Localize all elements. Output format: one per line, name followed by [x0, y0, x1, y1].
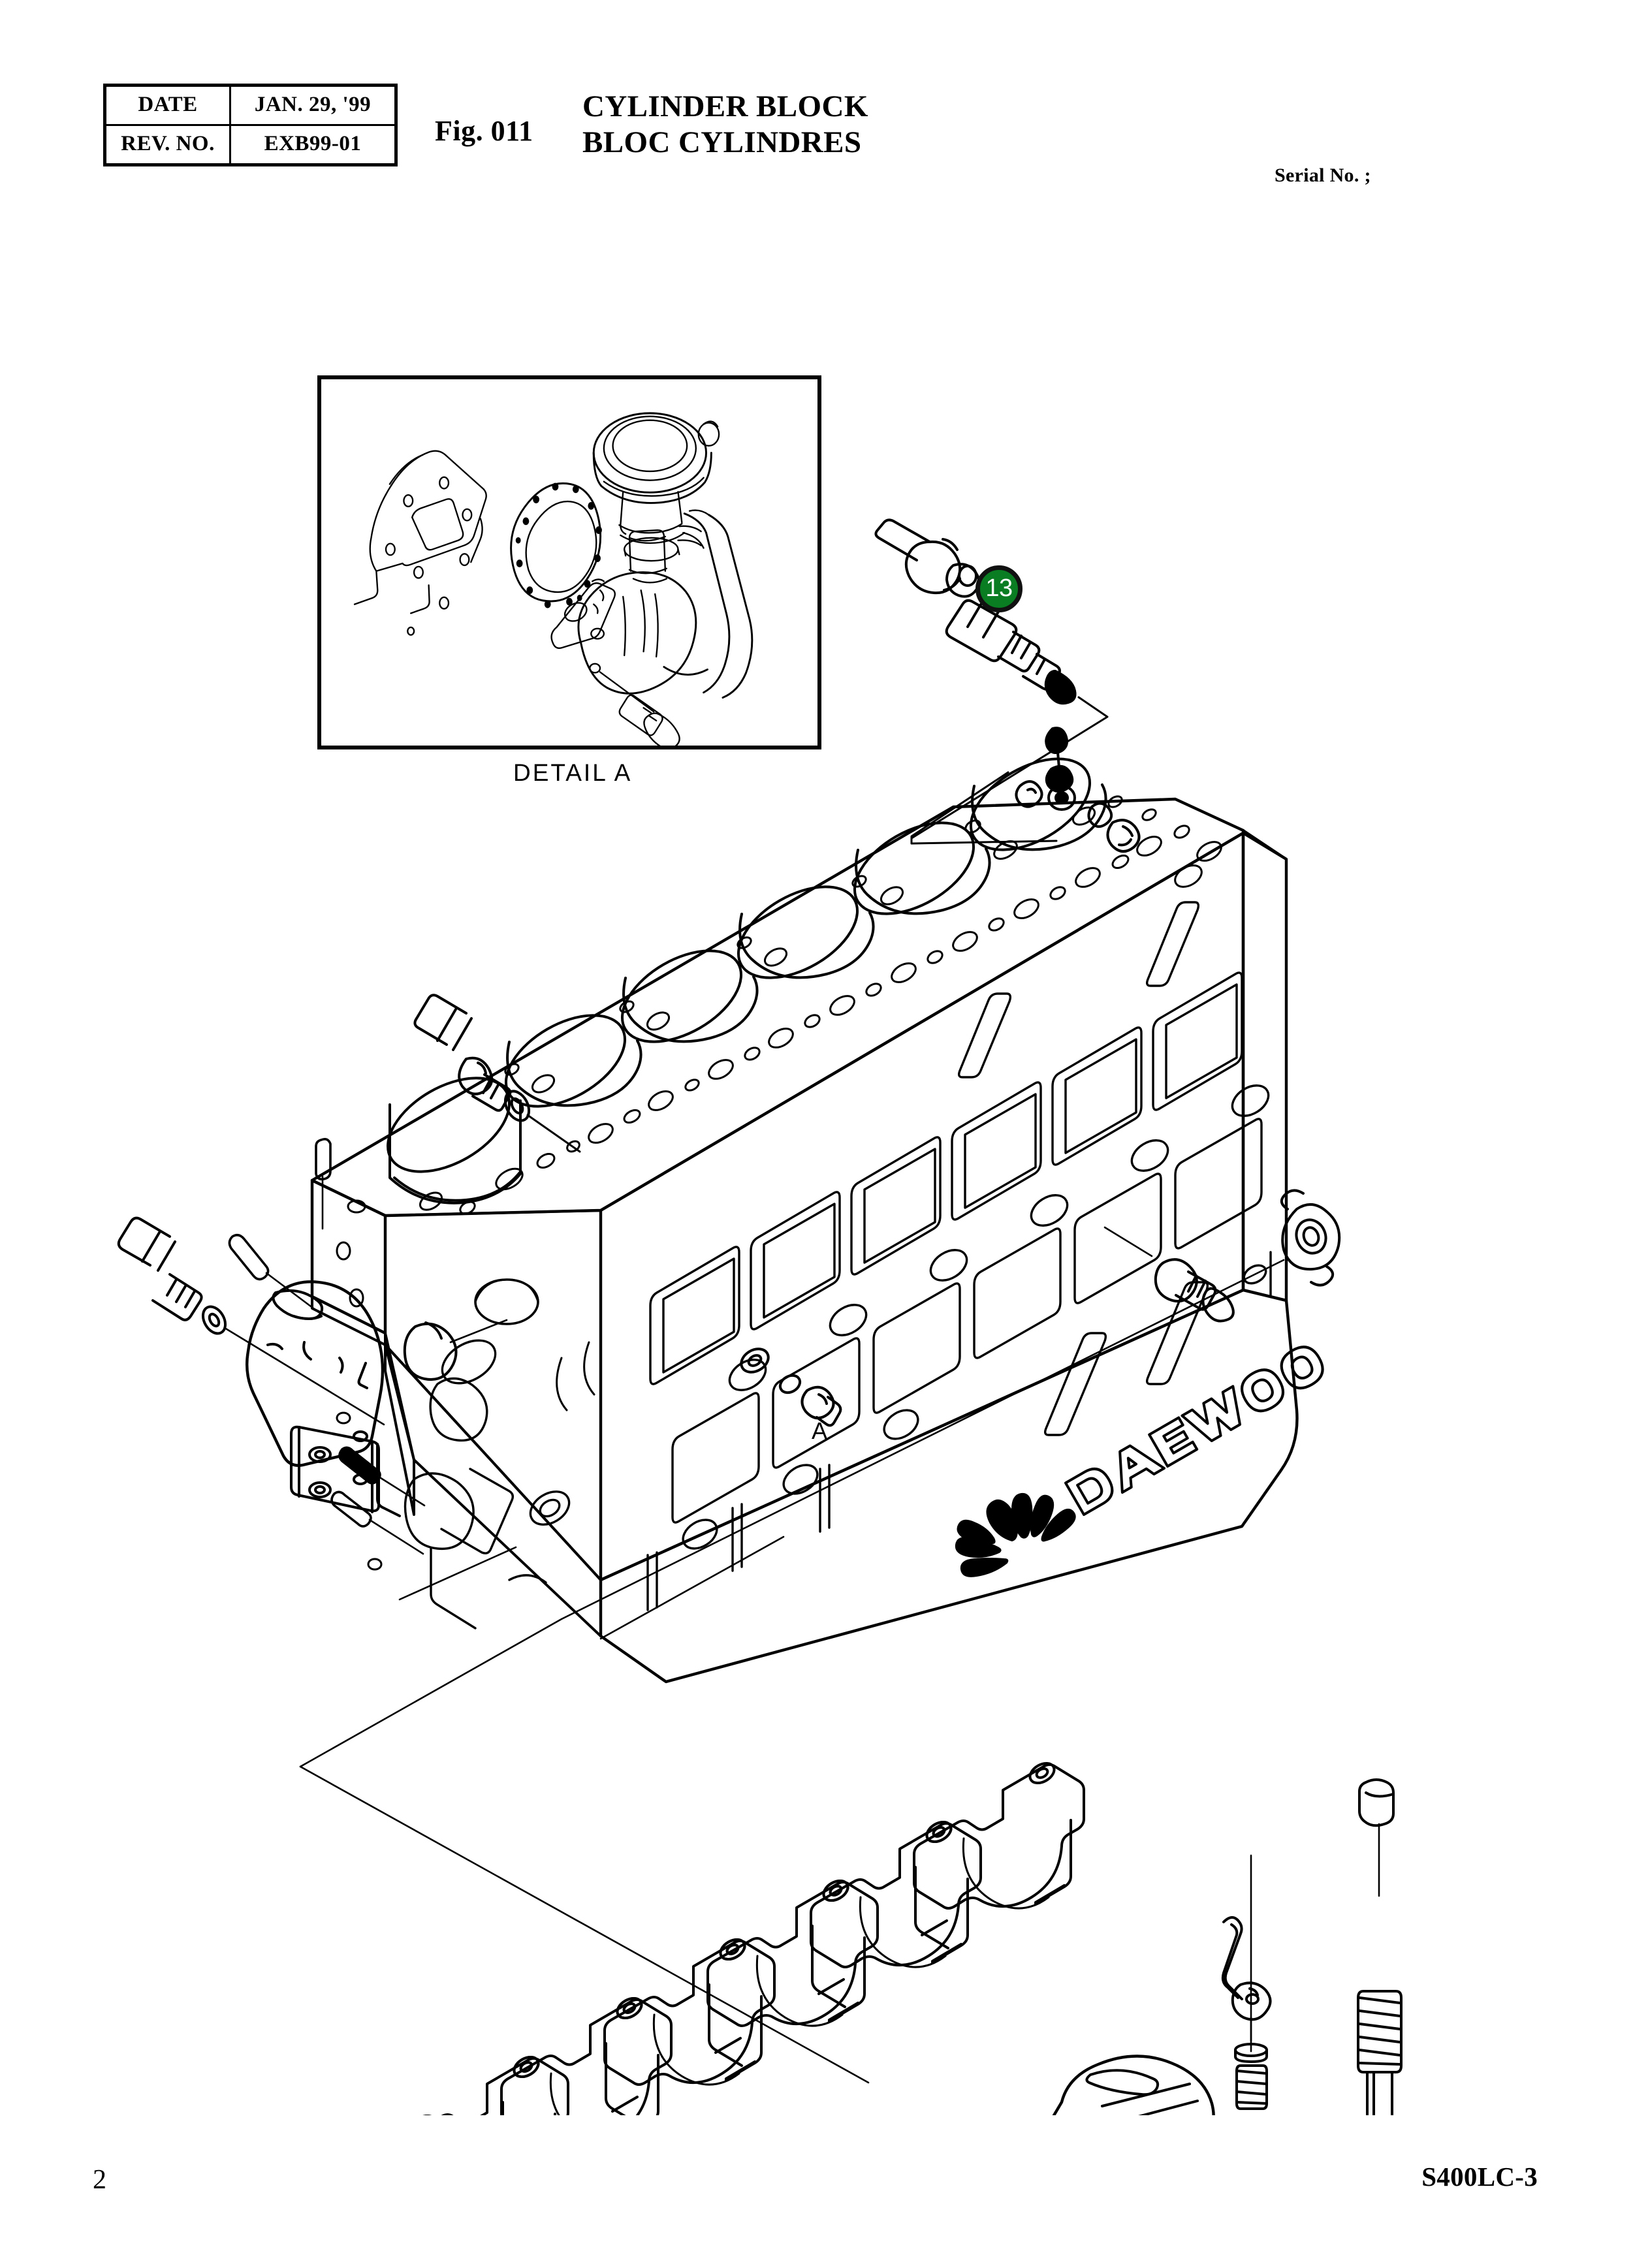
pressure-switch-group: [945, 597, 1077, 705]
date-label: DATE: [104, 84, 231, 126]
section-mark-a: A: [812, 1417, 828, 1444]
main-cap-bolt-assembly: [1357, 1778, 1403, 2115]
cylinder-block-illustration: [117, 518, 1403, 2115]
callout-number: 13: [985, 575, 1013, 602]
daewoo-cast-logo: [955, 1346, 1324, 1577]
rev-no-value: EXB99-01: [229, 124, 397, 166]
model-code: S400LC-3: [1421, 2162, 1538, 2192]
date-value: JAN. 29, '99: [229, 84, 397, 126]
table-row: REV. NO. EXB99-01: [104, 124, 397, 166]
rev-no-label: REV. NO.: [104, 124, 231, 166]
rear-face-flange: [1280, 1189, 1341, 1287]
deck-bolt-assembly: [413, 994, 581, 1153]
sender-unit-group: [874, 518, 981, 598]
oil-plug-stack: [740, 1347, 842, 1427]
title-french: BLOC CYLINDRES: [582, 125, 862, 159]
figure-number: Fig. 011: [435, 115, 533, 147]
detail-a-label: DETAIL A: [513, 759, 633, 786]
plug-fitting-stack: [1015, 727, 1141, 853]
main-bearing-caps: [409, 1761, 1085, 2115]
revision-info-table: DATE JAN. 29, '99 REV. NO. EXB99-01: [103, 84, 398, 166]
cylinder-block-exploded-view: [104, 366, 1528, 2115]
table-row: DATE JAN. 29, '99: [104, 84, 397, 126]
page-title: CYLINDER BLOCK BLOC CYLINDRES: [582, 89, 868, 161]
title-english: CYLINDER BLOCK: [582, 89, 868, 123]
cylinder-block-body: [310, 757, 1324, 1684]
core-plug: [403, 1319, 508, 1381]
rear-mount-bracket: [1052, 2055, 1215, 2115]
piston-cooling-nozzle: [1221, 1854, 1272, 2110]
page-number: 2: [93, 2165, 106, 2195]
detail-a-inset-box: [317, 375, 821, 749]
detail-a-illustration: [353, 412, 753, 746]
serial-number-label: Serial No. ;: [1275, 165, 1371, 186]
gallery-plug: [1103, 1226, 1235, 1323]
callout-badge-13[interactable]: 13: [975, 565, 1023, 612]
